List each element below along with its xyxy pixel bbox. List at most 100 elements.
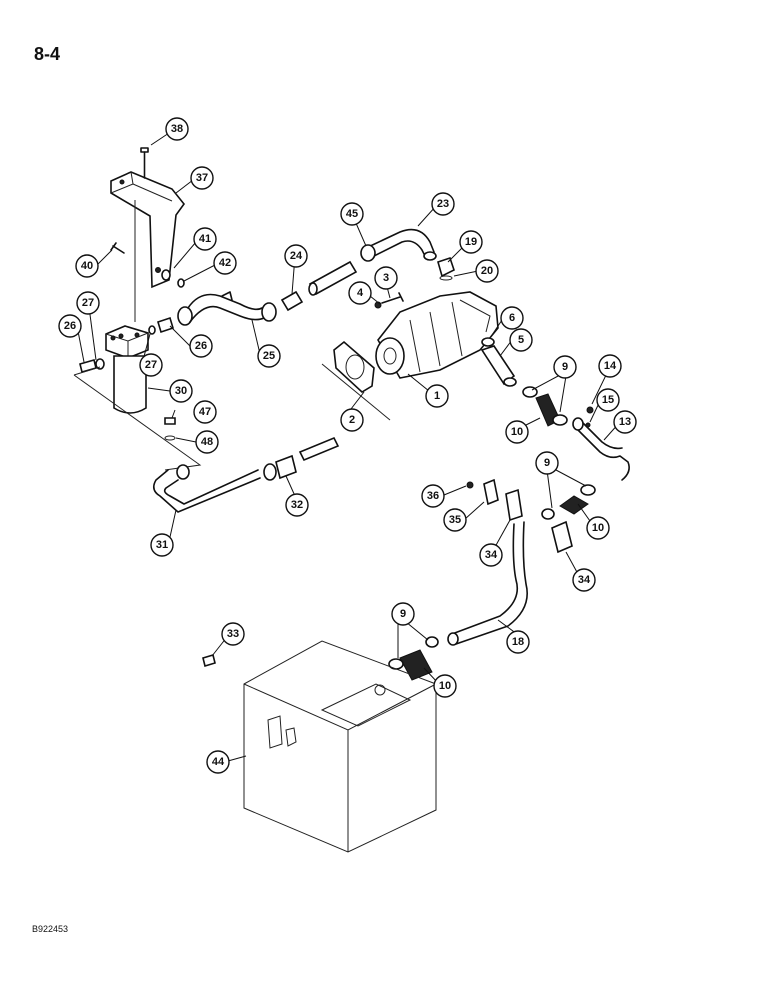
svg-text:14: 14 (604, 360, 617, 372)
svg-text:32: 32 (291, 499, 303, 511)
upper-tube (177, 291, 277, 326)
svg-text:24: 24 (290, 250, 303, 262)
callout-1: 1 (425, 384, 449, 408)
callout-5: 5 (509, 328, 533, 352)
washer-pair (161, 269, 185, 288)
svg-text:20: 20 (481, 265, 493, 277)
tank-plug (202, 653, 216, 668)
svg-text:9: 9 (562, 361, 568, 373)
svg-text:47: 47 (199, 406, 211, 418)
clamp-blocks (466, 478, 573, 554)
callout-3: 3 (374, 266, 398, 290)
pump-gasket (333, 340, 375, 393)
leader-lines (76, 132, 621, 762)
alignment-line (73, 366, 202, 471)
svg-text:2: 2 (349, 414, 355, 426)
callout-4: 4 (348, 281, 372, 305)
svg-text:10: 10 (439, 680, 451, 692)
callout-38: 38 (165, 117, 189, 141)
svg-text:6: 6 (509, 312, 515, 324)
svg-text:13: 13 (619, 416, 631, 428)
svg-text:5: 5 (518, 334, 524, 346)
callout-34-right: 34 (572, 568, 596, 592)
svg-text:26: 26 (64, 320, 76, 332)
callout-9-lower: 9 (391, 602, 415, 626)
hose-clamp-set-upper (522, 386, 568, 427)
svg-text:31: 31 (156, 539, 168, 551)
mounting-bracket (110, 171, 186, 289)
svg-text:1: 1 (434, 390, 440, 402)
hydraulic-tank (243, 640, 437, 853)
callout-31: 31 (150, 533, 174, 557)
top-tube (360, 228, 437, 262)
callout-23: 23 (431, 192, 455, 216)
svg-text:18: 18 (512, 636, 524, 648)
elbow-fitting (437, 256, 455, 281)
callout-24: 24 (284, 244, 308, 268)
callout-47: 47 (193, 400, 217, 424)
callout-18: 18 (506, 630, 530, 654)
svg-text:33: 33 (227, 628, 239, 640)
svg-text:10: 10 (592, 522, 604, 534)
svg-text:45: 45 (346, 208, 358, 220)
svg-text:34: 34 (578, 574, 591, 586)
svg-text:48: 48 (201, 436, 213, 448)
svg-text:9: 9 (400, 608, 406, 620)
svg-text:30: 30 (175, 385, 187, 397)
svg-text:35: 35 (449, 514, 461, 526)
right-tube (572, 406, 630, 481)
filter-drain-plug (164, 417, 176, 441)
callout-36: 36 (421, 484, 445, 508)
figure-code: B922453 (32, 924, 69, 934)
svg-text:41: 41 (199, 233, 211, 245)
callout-6: 6 (500, 306, 524, 330)
callout-44: 44 (206, 750, 230, 774)
callout-9-middle: 9 (535, 451, 559, 475)
callout-27: 27 (76, 291, 100, 315)
callout-10-lower: 10 (433, 674, 457, 698)
svg-text:15: 15 (602, 394, 614, 406)
callout-19: 19 (459, 230, 483, 254)
callout-40: 40 (75, 254, 99, 278)
svg-text:40: 40 (81, 260, 93, 272)
filter-fittings (79, 316, 174, 373)
callout-13: 13 (613, 410, 637, 434)
callout-41: 41 (193, 227, 217, 251)
callout-15: 15 (596, 388, 620, 412)
long-hose (447, 521, 528, 646)
callout-48: 48 (195, 430, 219, 454)
callout-42: 42 (213, 251, 237, 275)
callout-32: 32 (285, 493, 309, 517)
svg-text:9: 9 (544, 457, 550, 469)
svg-text:23: 23 (437, 198, 449, 210)
callout-33: 33 (221, 622, 245, 646)
svg-text:38: 38 (171, 123, 183, 135)
svg-text:44: 44 (212, 756, 225, 768)
callout-26: 26 (58, 314, 82, 338)
svg-text:10: 10 (511, 426, 523, 438)
svg-text:42: 42 (219, 257, 231, 269)
callout-2: 2 (340, 408, 364, 432)
callout-30: 30 (169, 379, 193, 403)
svg-text:3: 3 (383, 272, 389, 284)
hose-clamp-set-lower (388, 636, 439, 681)
alignment-line (321, 363, 391, 421)
callout-10-upper: 10 (505, 420, 529, 444)
svg-text:36: 36 (427, 490, 439, 502)
callout-37: 37 (190, 166, 214, 190)
svg-text:26: 26 (195, 340, 207, 352)
svg-text:34: 34 (485, 549, 498, 561)
pump-outlet-tube (480, 337, 517, 387)
suction-tube (152, 436, 340, 513)
filter-head (105, 325, 149, 359)
svg-text:19: 19 (465, 236, 477, 248)
callout-20: 20 (475, 259, 499, 283)
callout-10-middle: 10 (586, 516, 610, 540)
page-number: 8-4 (34, 44, 61, 64)
callout-9-upper: 9 (553, 355, 577, 379)
bracket-bolt (140, 147, 149, 179)
svg-text:27: 27 (82, 297, 94, 309)
callout-26-right: 26 (189, 334, 213, 358)
bracket-side-bolt (110, 242, 125, 254)
